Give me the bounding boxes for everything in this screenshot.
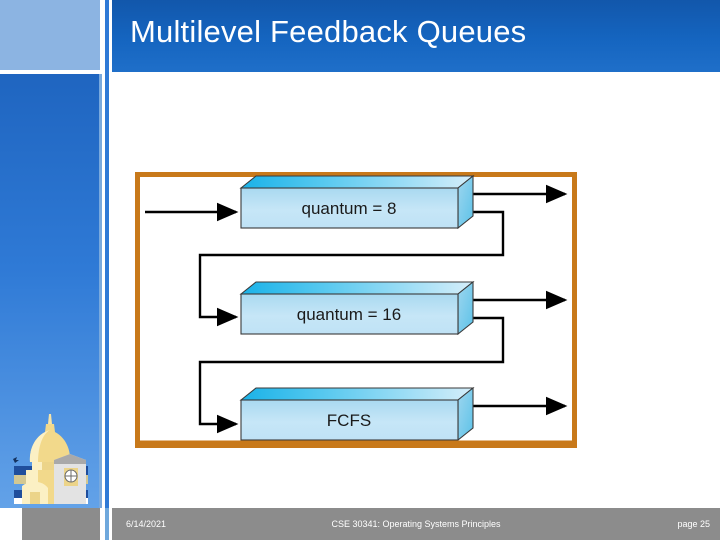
queue-box-2-label: FCFS (327, 411, 371, 430)
title-banner: Multilevel Feedback Queues (112, 0, 720, 72)
queue-box-1-front (240, 293, 459, 335)
queue-box-0-label: quantum = 8 (302, 199, 397, 218)
demote-arrow-1to2 (198, 316, 505, 434)
rail-footer-strip (22, 508, 100, 540)
footer-course-name: CSE 30341: Operating Systems Principles (331, 519, 501, 529)
multilevel-feedback-queue-diagram: quantum = 8 quantum = 16 FCFS (135, 172, 577, 448)
left-decorative-rail (0, 0, 100, 540)
queue-box-0-top (239, 175, 475, 189)
footer-date: 6/14/2021 (126, 519, 167, 529)
queue-box-1-label: quantum = 16 (297, 305, 401, 324)
page-title: Multilevel Feedback Queues (130, 14, 527, 49)
queue-box-0: quantum = 8 (239, 174, 475, 230)
accent-bar-dark (105, 0, 109, 508)
rail-main-panel (0, 74, 100, 508)
demote-arrow-0to1 (198, 210, 505, 327)
queue-box-1: quantum = 16 (239, 280, 475, 336)
golden-dome-logo (13, 414, 88, 504)
footer-page-number: page 25 (677, 519, 710, 529)
accent-bar-light (99, 74, 102, 508)
rail-top-block (0, 0, 100, 70)
rail-bottom-notch (0, 508, 22, 540)
queue-box-1-top (239, 281, 475, 295)
queue-box-2-top (239, 387, 475, 401)
queue-box-0-front (240, 187, 459, 229)
queue-box-2: FCFS (137, 386, 575, 446)
queue-box-2-front (240, 399, 459, 441)
slide-footer: 6/14/2021 CSE 30341: Operating Systems P… (112, 508, 720, 540)
accent-bar-dark-foot (105, 508, 109, 540)
